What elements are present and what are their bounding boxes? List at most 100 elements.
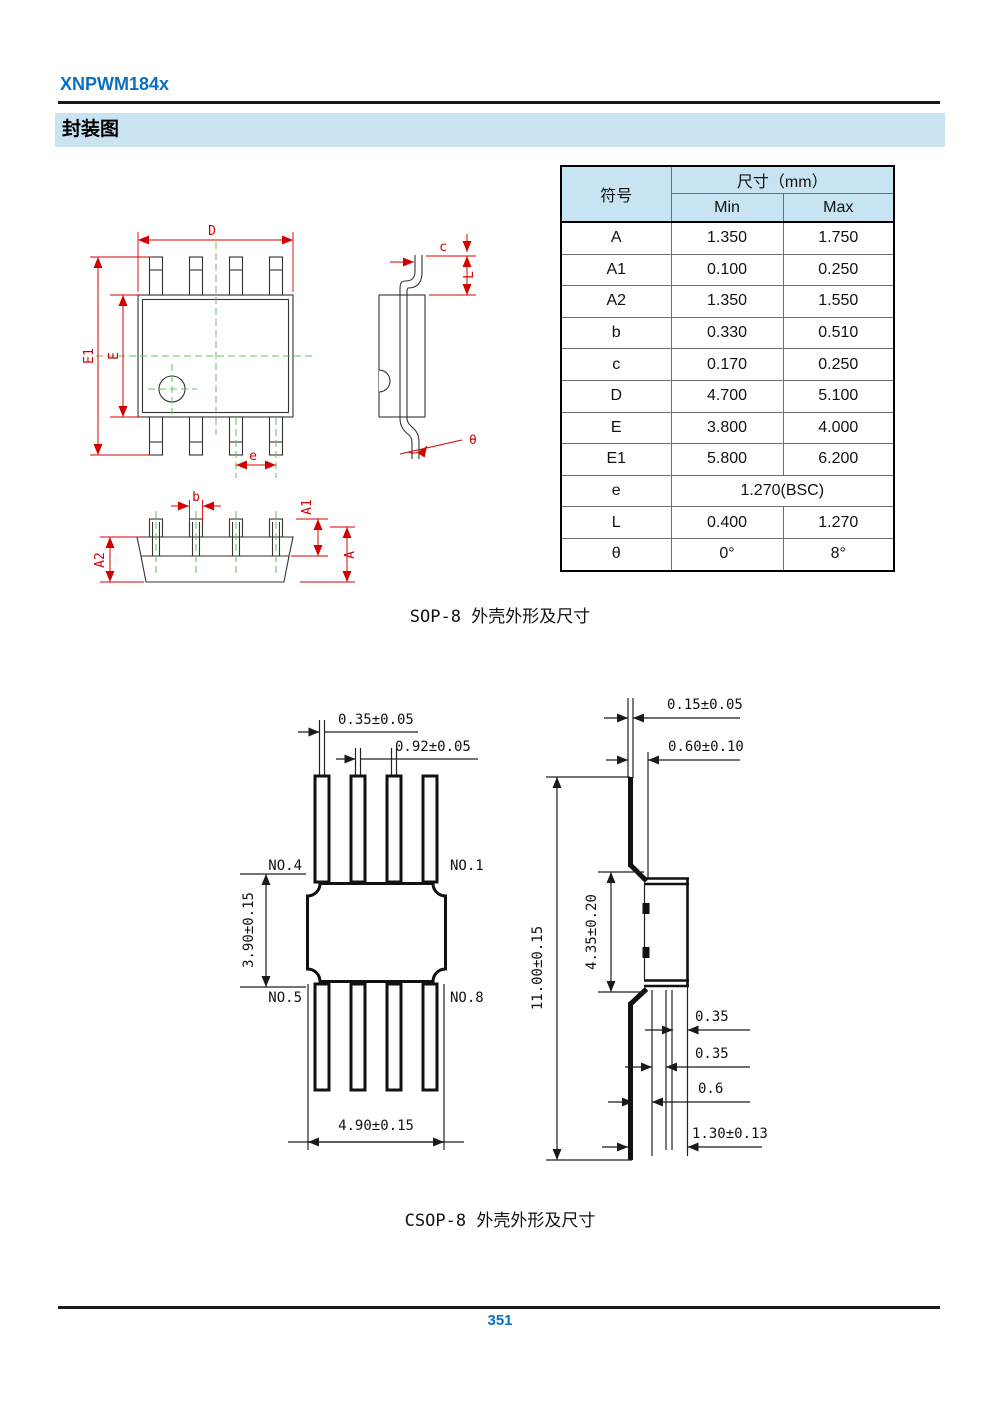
col-max: Max [782,193,895,223]
dim-label-c: c [439,240,447,255]
csop8-bottom-pins [313,982,439,1092]
sop8-outline-drawing: D E1 E e [82,224,477,583]
dim-theta: θ [399,433,477,458]
dim-lead-thickness: 0.15±0.05 [604,697,743,723]
csop8-top-pins [313,774,439,884]
cell-symbol: e [560,474,672,508]
cell-max: 1.270 [782,506,895,539]
front-body [136,536,294,583]
die-pad-tab [642,947,650,958]
cell-max: 8° [782,537,895,572]
cell-min: 1.350 [670,285,784,318]
dim-label-E1: E1 [82,348,97,364]
cell-max: 4.000 [782,411,895,445]
cell-span-value: 1.270(BSC) [670,474,895,508]
cell-min: 3.800 [670,411,784,445]
dim-A2: A2 [93,536,144,583]
dim-foot3: 0.6 [608,1081,750,1107]
pin-label-no1: NO.1 [450,858,484,874]
cell-min: 0.330 [670,316,784,350]
dim-label-A: A [343,551,358,559]
dim-c: c [390,234,472,267]
csop8-outline-drawing: NO.4 NO.1 NO.5 NO.8 0.35±0.05 0.92±0.05 … [240,697,768,1161]
cell-max: 0.510 [782,316,895,350]
cell-min: 0.400 [670,506,784,539]
cell-min: 0.170 [670,348,784,381]
dim-A: A [300,526,358,583]
lead-outline [399,255,416,459]
dim-label-b: b [192,490,200,505]
section-title: 封装图 [62,119,120,140]
cell-max: 0.250 [782,348,895,381]
csop8-top-view: NO.4 NO.1 NO.5 NO.8 0.35±0.05 0.92±0.05 … [240,712,484,1150]
cell-symbol: A1 [560,253,672,287]
dim-label: 0.60±0.10 [668,739,744,755]
dim-foot4: 1.30±0.13 [602,1126,768,1152]
cell-symbol: D [560,379,672,413]
footer-rule [58,1306,940,1309]
dim-body-width: 4.90±0.15 [288,984,464,1150]
dim-L: L [426,255,477,296]
dim-label: 0.92±0.05 [395,739,471,755]
cell-symbol: b [560,316,672,350]
cell-max: 1.550 [782,285,895,318]
col-size: 尺寸（mm） [670,165,895,194]
side-body [378,294,426,418]
extension-lines [647,752,689,1156]
pin-extension-lines [318,720,398,776]
dim-foot2: 0.35 [625,1046,750,1072]
cell-min: 5.800 [670,443,784,476]
die-pad-tab [642,903,650,914]
doc-title: XNPWM184x [60,74,170,94]
csop8-side-view: 0.15±0.05 0.60±0.10 11.00±0.15 4.35±0.20 [530,697,768,1161]
dim-label-theta: θ [469,433,477,448]
cell-max: 1.750 [782,221,895,255]
csop8-body [306,882,447,983]
cell-min: 0.100 [670,253,784,287]
col-min: Min [670,193,784,223]
dim-e: e [236,449,276,470]
cell-max: 6.200 [782,443,895,476]
sop8-caption: SOP-8 外壳外形及尺寸 [409,607,591,627]
dim-body-height: 3.90±0.15 [241,874,271,987]
dim-D: D [137,224,294,292]
lead-outline [406,255,423,459]
dim-label: 0.15±0.05 [667,697,743,713]
cell-symbol: L [560,506,672,539]
cell-min: 4.700 [670,379,784,413]
dim-package-height: 4.35±0.20 [584,871,644,993]
dim-label: 1.30±0.13 [692,1126,768,1142]
dim-label: 4.90±0.15 [338,1118,414,1134]
dim-pin-width2: 0.92±0.05 [336,739,478,764]
csop8-caption: CSOP-8 外壳外形及尺寸 [404,1211,596,1231]
dim-label: 4.35±0.20 [584,894,600,970]
dim-label: 0.35 [695,1009,729,1025]
dim-label-D: D [208,224,216,239]
dimension-table-header: 符号 尺寸（mm） Min Max [560,165,895,223]
side-notch [378,369,391,393]
cell-symbol: E1 [560,443,672,476]
dim-A1: A1 [291,499,328,557]
section-title-bar: 封装图 [55,113,945,147]
col-symbol: 符号 [560,165,672,223]
dim-E1: E1 [82,256,152,456]
dim-lead-width: 0.60±0.10 [606,739,744,765]
dim-label-A1: A1 [300,499,315,515]
header-rule [58,101,940,104]
dim-foot1: 0.35 [645,1009,750,1035]
dim-total-height: 11.00±0.15 [530,776,632,1161]
dim-pin-width: 0.35±0.05 [298,712,418,737]
sop8-top-view: D E1 E e [82,224,312,478]
dim-label: 11.00±0.15 [530,926,546,1010]
cell-max: 0.250 [782,253,895,287]
